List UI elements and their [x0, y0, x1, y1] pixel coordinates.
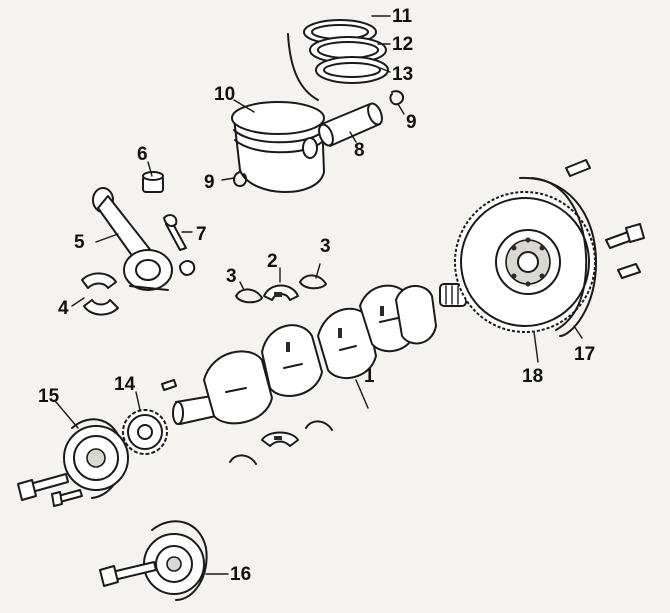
label-thrust-washer-left: 3 — [226, 266, 237, 287]
label-flywheel-back: 17 — [574, 344, 595, 365]
piston — [231, 101, 325, 193]
dowel-top — [565, 159, 591, 177]
crankshaft — [172, 284, 437, 425]
dowel-bottom — [617, 263, 641, 279]
flywheel-ring-gear — [454, 191, 596, 333]
label-rod-bearing: 4 — [58, 298, 69, 319]
label-flywheel: 18 — [522, 366, 543, 387]
thrust-washer-lower-a — [229, 454, 257, 465]
circlip-left — [233, 171, 248, 187]
label-circlip-left: 9 — [204, 172, 215, 193]
ring-bracket-line — [287, 33, 319, 101]
label-piston-pin: 8 — [354, 140, 365, 161]
label-connecting-rod: 5 — [74, 232, 85, 253]
thrust-washer-3b — [299, 274, 327, 290]
timing-sprocket — [122, 409, 168, 455]
crank-pulley — [143, 520, 208, 601]
label-piston: 10 — [214, 84, 235, 105]
label-ring-13: 13 — [392, 64, 413, 85]
leader-lines — [55, 15, 583, 575]
label-ring-11: 11 — [392, 6, 413, 27]
pulley-bolt-large — [17, 473, 69, 501]
crank-key — [161, 379, 177, 391]
main-bearing-lower — [261, 431, 299, 447]
label-balancer-pulley: 15 — [38, 386, 60, 407]
label-bushing: 6 — [137, 144, 148, 165]
main-bearing-upper — [263, 284, 299, 301]
flywheel-back — [519, 176, 597, 337]
flywheel-bolt — [605, 223, 645, 249]
label-main-bearing: 2 — [267, 251, 278, 272]
piston-pin — [318, 102, 383, 147]
pulley-bolt-small — [51, 489, 83, 507]
rod-bearing-shells — [81, 272, 119, 316]
thrust-washer-3a — [235, 288, 263, 304]
crank-pulley-bolt — [99, 561, 157, 587]
small-end-bushing — [142, 171, 164, 193]
rod-bolt — [163, 214, 187, 251]
label-thrust-washer-right: 3 — [320, 236, 331, 257]
thrust-washer-lower-b — [305, 420, 333, 431]
label-rod-bolt: 7 — [196, 224, 207, 245]
circlip-right — [389, 90, 405, 106]
piston-ring-13 — [315, 56, 389, 84]
label-crankshaft: 1 — [364, 366, 375, 387]
label-crank-pulley: 16 — [230, 564, 251, 585]
label-sprocket: 14 — [114, 374, 136, 395]
balancer-pulley — [63, 418, 129, 499]
connecting-rod — [92, 187, 173, 291]
rod-nut — [179, 260, 196, 276]
label-ring-12: 12 — [392, 34, 413, 55]
label-circlip-right: 9 — [406, 112, 417, 133]
